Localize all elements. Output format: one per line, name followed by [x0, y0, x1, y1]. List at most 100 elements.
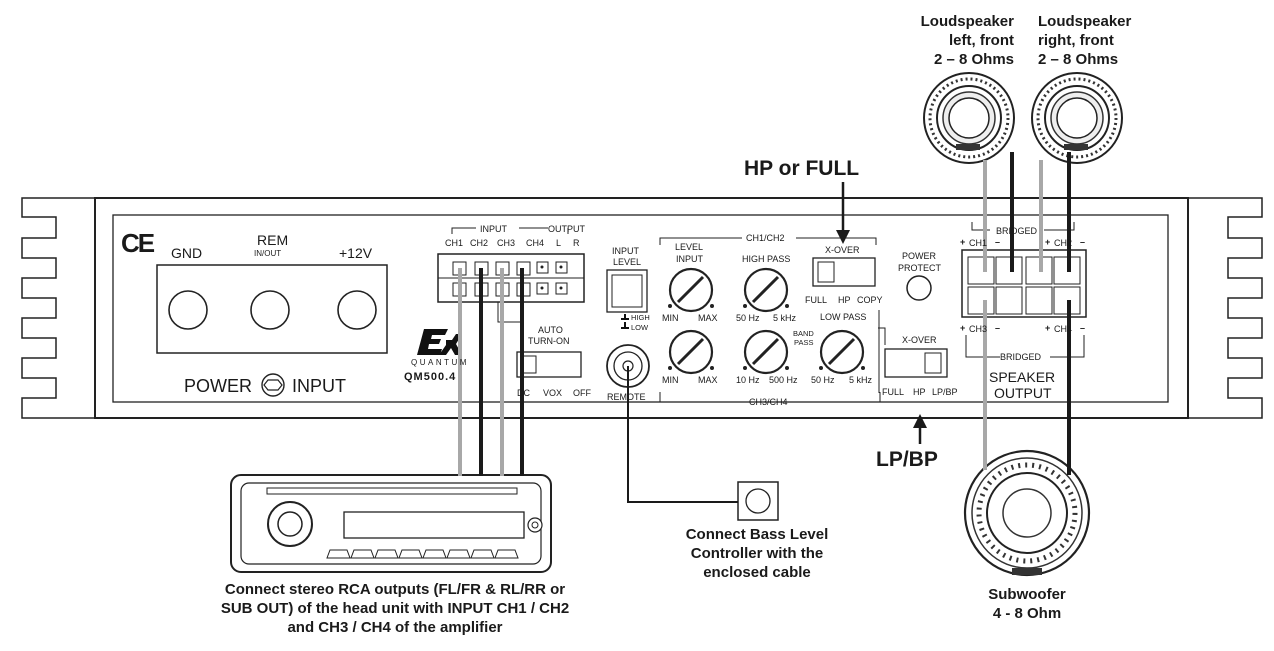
plus12v-label: +12V — [339, 245, 373, 261]
ch4-minus-sign: – — [1080, 323, 1086, 333]
plus12v-terminal — [337, 290, 377, 330]
input-header: INPUT — [480, 224, 507, 234]
auto-option-vox: VOX — [543, 388, 563, 398]
head-unit-line2: SUB OUT) of the head unit with INPUT CH1… — [220, 600, 570, 617]
xover-top-label: X-OVER — [825, 245, 860, 255]
xover-bottom-label: X-OVER — [902, 335, 937, 345]
xover-top-full: FULL — [805, 295, 828, 305]
speaker-right-line1: Loudspeaker — [1038, 13, 1132, 30]
turn-on-label: TURN-ON — [528, 336, 570, 346]
bass-controller-line2: Controller with the — [690, 545, 824, 562]
auto-label: AUTO — [538, 325, 563, 335]
gnd-terminal — [168, 290, 208, 330]
remote-cable — [627, 366, 738, 503]
rca-cables — [458, 268, 524, 476]
model-text: QM500.4 — [404, 371, 457, 383]
high-pass-min: 50 Hz — [736, 313, 760, 323]
input-level-low: LOW — [631, 323, 649, 332]
low-pass-min: 50 Hz — [811, 375, 835, 385]
subwoofer-line2: 4 - 8 Ohm — [992, 605, 1062, 622]
esx-logo — [417, 329, 462, 355]
band-pass-knob[interactable] — [743, 329, 789, 375]
speaker-ch4-label: CH4 — [1054, 324, 1073, 334]
input-level-label-1: INPUT — [612, 246, 639, 256]
speaker-ch3-label: CH3 — [969, 324, 988, 334]
bass-controller-caption: Connect Bass Level Controller with the e… — [662, 525, 852, 582]
ch2-minus-sign: – — [1080, 237, 1086, 247]
band-pass-min: 10 Hz — [736, 375, 760, 385]
level-input-knob-top[interactable] — [668, 267, 714, 313]
head-unit-line1: Connect stereo RCA outputs (FL/FR & RL/R… — [224, 581, 566, 598]
speaker-output-block — [961, 222, 1087, 358]
low-pass-label: LOW PASS — [820, 312, 867, 322]
gnd-label: GND — [171, 245, 203, 261]
rem-terminal — [250, 290, 290, 330]
hp-or-full-arrow — [836, 182, 850, 244]
band-pass-label-2: PASS — [794, 338, 814, 347]
rca-label-ch2: CH2 — [470, 238, 489, 248]
level-input-knob-bottom[interactable] — [668, 329, 714, 375]
band-pass-max: 500 Hz — [769, 375, 798, 385]
xover-top-copy: COPY — [857, 295, 883, 305]
hp-or-full-label: HP or FULL — [744, 157, 860, 180]
xover-bottom-full: FULL — [882, 387, 905, 397]
rca-label-ch3: CH3 — [497, 238, 516, 248]
heatsink-left — [21, 197, 95, 419]
rca-label-l: L — [556, 238, 562, 248]
ch4-plus-sign: + — [1045, 323, 1051, 333]
head-unit-caption: Connect stereo RCA outputs (FL/FR & RL/R… — [180, 580, 610, 637]
power-protect-label-1: POWER — [902, 251, 937, 261]
power-input-connector-icon — [261, 373, 285, 397]
quantum-text: QUANTUM — [411, 358, 469, 367]
input-level-high: HIGH — [631, 313, 650, 322]
ch1-minus-sign: – — [995, 237, 1001, 247]
high-pass-label: HIGH PASS — [742, 254, 791, 264]
bridged-bottom-label: BRIDGED — [1000, 352, 1042, 362]
speaker-left-caption: Loudspeaker left, front 2 – 8 Ohms — [898, 12, 1014, 69]
rca-label-ch1: CH1 — [445, 238, 464, 248]
subwoofer — [963, 449, 1091, 577]
ch3-plus-sign: + — [960, 323, 966, 333]
auto-option-off: OFF — [573, 388, 591, 398]
rem-sub-label: IN/OUT — [254, 249, 282, 258]
power-label: POWER — [184, 376, 253, 396]
speaker-right-caption: Loudspeaker right, front 2 – 8 Ohms — [1038, 12, 1154, 69]
ch3-minus-sign: – — [995, 323, 1001, 333]
speaker-ch2-label: CH2 — [1054, 238, 1073, 248]
high-pass-knob[interactable] — [743, 267, 789, 313]
ce-mark: CE — [121, 228, 155, 258]
remote-label: REMOTE — [607, 392, 646, 402]
output-header: OUTPUT — [548, 224, 585, 234]
lp-bp-arrow — [913, 414, 927, 444]
speaker-output-label-1: SPEAKER — [989, 369, 1056, 385]
input-label: INPUT — [292, 376, 346, 396]
xover-top-hp: HP — [838, 295, 851, 305]
xover-bottom-lpbp: LP/BP — [932, 387, 958, 397]
speaker-right-front — [1031, 72, 1123, 164]
level-top-max: MAX — [698, 313, 718, 323]
auto-option-dc: DC — [517, 388, 530, 398]
head-unit — [230, 474, 552, 573]
ch3-ch4-label: CH3/CH4 — [749, 397, 788, 407]
bass-controller-line3: enclosed cable — [703, 564, 811, 581]
lp-bp-label: LP/BP — [876, 448, 938, 471]
speaker-output-label-2: OUTPUT — [994, 385, 1052, 401]
low-pass-max: 5 kHz — [849, 375, 873, 385]
ch2-plus-sign: + — [1045, 237, 1051, 247]
level-top-min: MIN — [662, 313, 679, 323]
power-protect-label-2: PROTECT — [898, 263, 942, 273]
speaker-cables — [983, 152, 1071, 475]
level-bottom-min: MIN — [662, 375, 679, 385]
speaker-right-line2: right, front — [1038, 32, 1114, 49]
rca-label-ch4: CH4 — [526, 238, 545, 248]
power-protect-led — [906, 275, 932, 301]
subwoofer-line1: Subwoofer — [988, 586, 1066, 603]
low-pass-knob[interactable] — [819, 329, 865, 375]
subwoofer-caption: Subwoofer 4 - 8 Ohm — [960, 585, 1094, 623]
ch1-ch2-label: CH1/CH2 — [746, 233, 785, 243]
level-input-label-1: LEVEL — [675, 242, 704, 252]
high-pass-max: 5 kHz — [773, 313, 797, 323]
ch1-plus-sign: + — [960, 237, 966, 247]
bridged-top-label: BRIDGED — [996, 226, 1038, 236]
